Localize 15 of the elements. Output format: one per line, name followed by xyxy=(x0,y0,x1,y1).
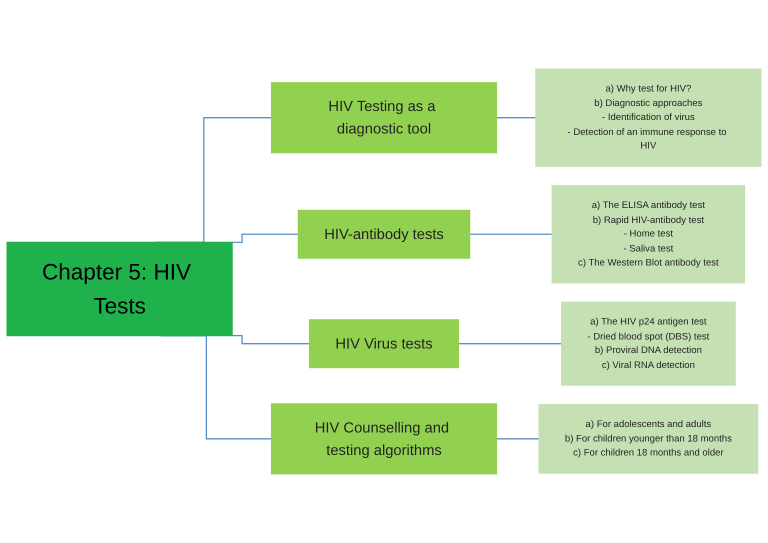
connector xyxy=(470,234,552,235)
node-box: HIV-antibody tests xyxy=(298,210,470,259)
connector xyxy=(496,117,536,118)
connector xyxy=(496,438,539,440)
connector xyxy=(458,343,562,344)
node-box: a) For adolescents and adults b) For children younger than 18 months c) For children 18 months and older xyxy=(538,404,758,474)
node-box: Chapter 5: HIV Tests xyxy=(6,242,233,336)
connector xyxy=(232,234,298,244)
node-box: HIV Testing as a diagnostic tool xyxy=(270,82,498,154)
node-box: HIV Virus tests xyxy=(308,319,460,368)
node-box: a) The ELISA antibody test b) Rapid HIV-antibody test - Home test - Saliva test c) The Western Blot antibody test xyxy=(552,185,746,284)
node-box: a) Why test for HIV? b) Diagnostic approaches - Identification of virus - Detection of an immune response to HIV xyxy=(535,68,762,167)
node-box: HIV Counselling and testing algorithms xyxy=(270,403,498,474)
node-box: a) The HIV p24 antigen test - Dried blood spot (DBS) test b) Proviral DNA detection c) Viral RNA detection xyxy=(560,302,736,386)
connector xyxy=(232,335,310,344)
